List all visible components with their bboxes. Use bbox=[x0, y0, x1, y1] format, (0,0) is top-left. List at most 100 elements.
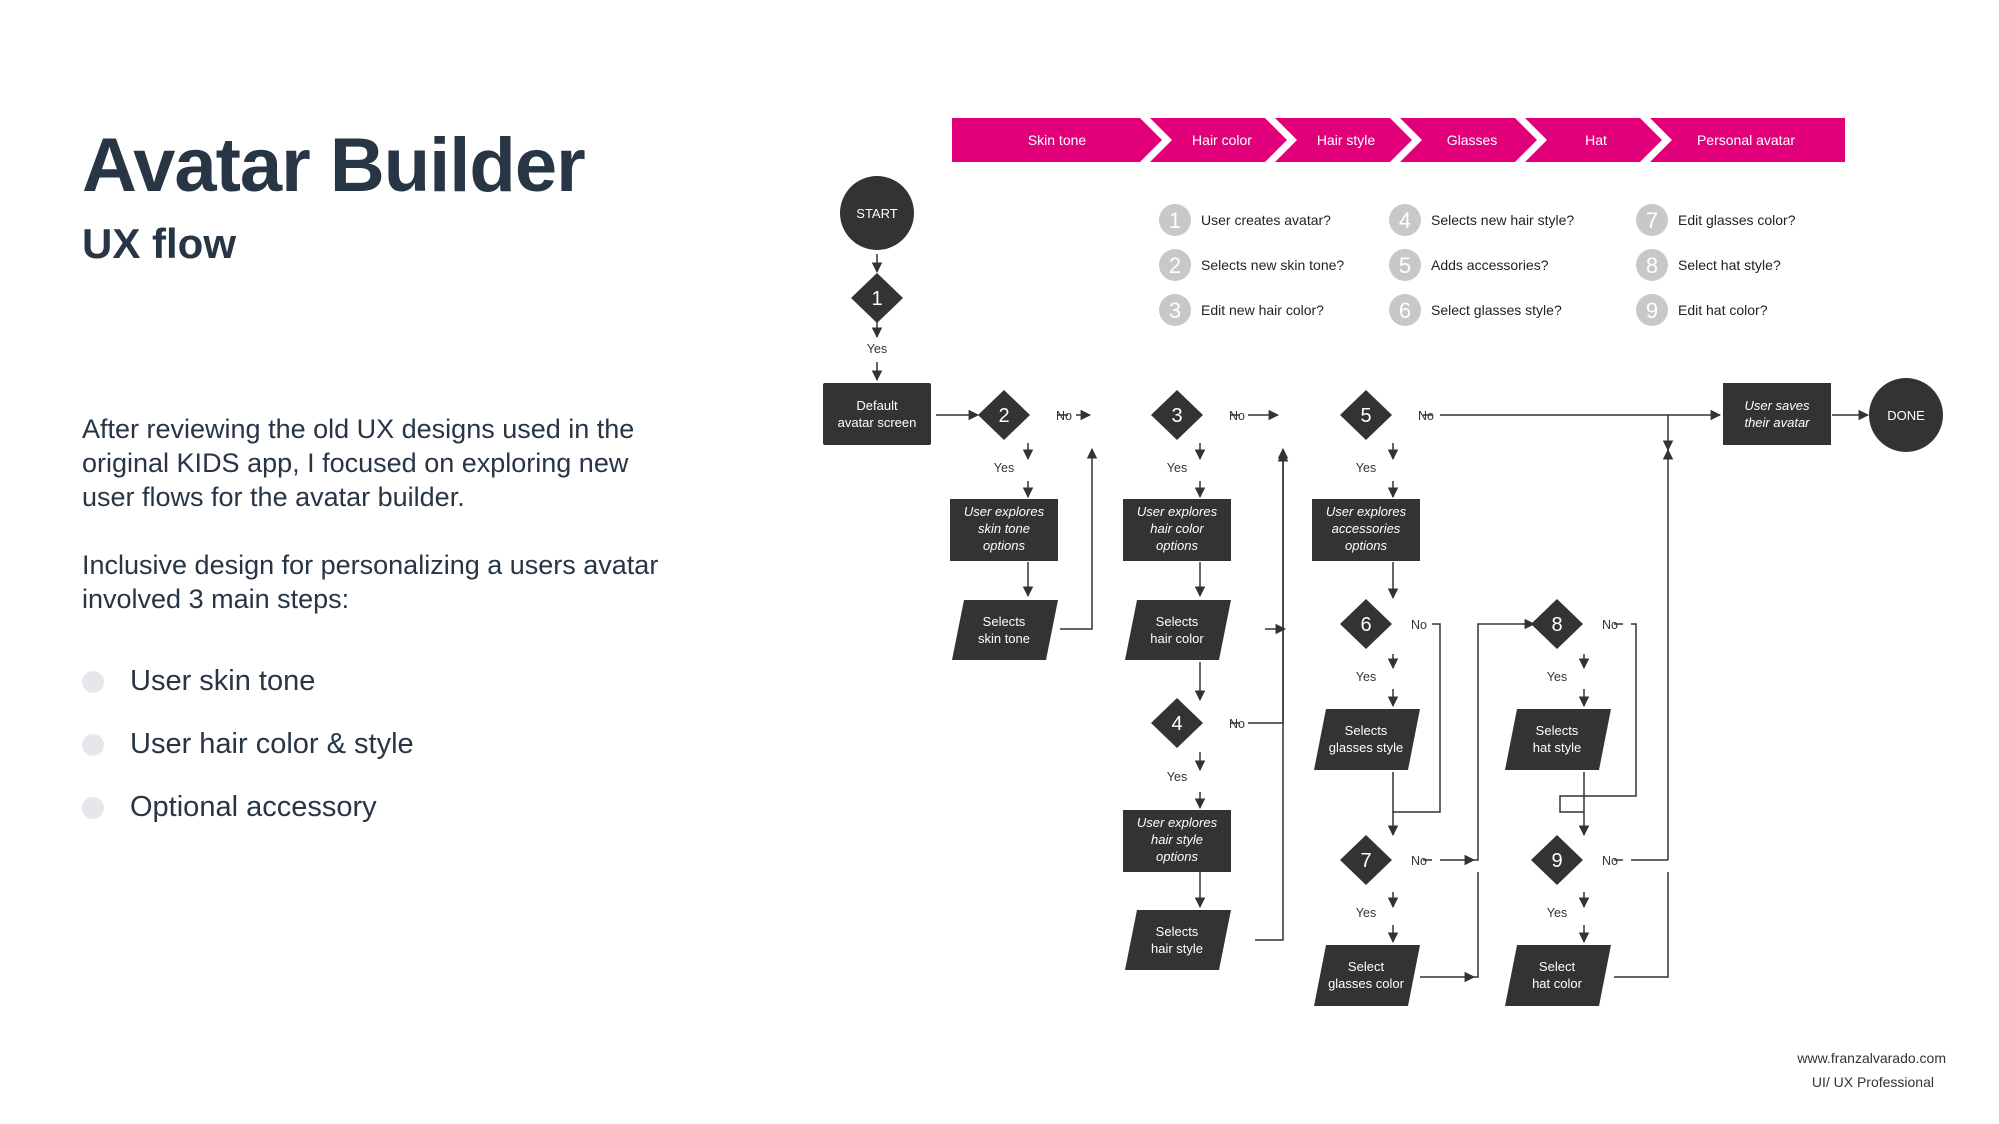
decision-diamond bbox=[1340, 599, 1392, 649]
yes-label: Yes bbox=[1356, 670, 1376, 684]
banner-label: Hair color bbox=[1192, 132, 1252, 148]
banner-chevron bbox=[1525, 118, 1662, 162]
done-node bbox=[1869, 378, 1943, 452]
question-number-bubble bbox=[1159, 204, 1191, 236]
explore-hair-style-node bbox=[1123, 810, 1231, 872]
select-hat-style-node bbox=[1505, 709, 1611, 770]
explore-hair-color-node bbox=[1123, 499, 1231, 561]
question-number: 4 bbox=[1399, 208, 1411, 233]
banner-label: Personal avatar bbox=[1697, 132, 1795, 148]
yes-label: Yes bbox=[1167, 770, 1187, 784]
node-label: glasses color bbox=[1328, 976, 1405, 991]
start-node bbox=[840, 176, 914, 250]
node-label: Selects bbox=[1156, 924, 1199, 939]
yes-label: Yes bbox=[1547, 906, 1567, 920]
decision-diamond bbox=[978, 390, 1030, 440]
banner-label: Hat bbox=[1585, 132, 1607, 148]
decision-number: 4 bbox=[1171, 713, 1182, 735]
question-text: Selects new hair style? bbox=[1431, 212, 1574, 228]
start-label: START bbox=[856, 206, 897, 221]
question-number: 5 bbox=[1399, 253, 1411, 278]
decision-diamond bbox=[1340, 835, 1392, 885]
question-number-bubble bbox=[1636, 294, 1668, 326]
save-avatar-node bbox=[1723, 383, 1831, 445]
question-number: 2 bbox=[1169, 253, 1181, 278]
no-label: No bbox=[1411, 854, 1427, 868]
question-legend: 1 User creates avatar? 2 Selects new ski… bbox=[1159, 204, 1796, 326]
node-label: User saves bbox=[1744, 398, 1810, 413]
node-label: glasses style bbox=[1329, 740, 1403, 755]
banner-label: Skin tone bbox=[1028, 132, 1087, 148]
decision-number: 1 bbox=[871, 288, 882, 310]
question-number: 3 bbox=[1169, 298, 1181, 323]
step-item: User hair color & style bbox=[82, 713, 414, 776]
select-hat-color-node bbox=[1505, 945, 1611, 1006]
yes-label: Yes bbox=[867, 342, 887, 356]
decision-diamond bbox=[1151, 390, 1203, 440]
no-label: No bbox=[1411, 618, 1427, 632]
yes-label: Yes bbox=[1356, 461, 1376, 475]
question-number: 8 bbox=[1646, 253, 1658, 278]
question-number-bubble bbox=[1159, 249, 1191, 281]
explore-accessories-node bbox=[1312, 499, 1420, 561]
question-number: 6 bbox=[1399, 298, 1411, 323]
question-text: Edit new hair color? bbox=[1201, 302, 1324, 318]
question-text: Selects new skin tone? bbox=[1201, 257, 1344, 273]
no-label: No bbox=[1056, 409, 1072, 423]
banner-chevron bbox=[1650, 118, 1845, 162]
question-text: Edit glasses color? bbox=[1678, 212, 1796, 228]
step-item: Optional accessory bbox=[82, 776, 414, 839]
question-number-bubble bbox=[1389, 294, 1421, 326]
question-text: Select hat style? bbox=[1678, 257, 1781, 273]
node-label: options bbox=[1156, 538, 1198, 553]
question-text: User creates avatar? bbox=[1201, 212, 1331, 228]
banner-chevron bbox=[1400, 118, 1537, 162]
credit-website: www.franzalvarado.com bbox=[1797, 1050, 1946, 1066]
step-label: User hair color & style bbox=[130, 728, 414, 760]
yes-label: Yes bbox=[1547, 670, 1567, 684]
yes-label: Yes bbox=[1356, 906, 1376, 920]
decision-diamond bbox=[851, 273, 903, 323]
decision-diamond bbox=[1340, 390, 1392, 440]
decision-number: 5 bbox=[1360, 405, 1371, 427]
flow-connectors bbox=[871, 254, 1870, 983]
node-label: hair color bbox=[1150, 631, 1204, 646]
edge-labels: Yes Yes Yes Yes Yes Yes Yes Yes Yes No N… bbox=[867, 342, 1618, 920]
select-hair-style-node bbox=[1125, 910, 1231, 970]
node-label: skin tone bbox=[978, 631, 1030, 646]
node-label: hair style bbox=[1151, 832, 1203, 847]
node-label: Default bbox=[856, 398, 898, 413]
question-number-bubble bbox=[1636, 249, 1668, 281]
question-number-bubble bbox=[1636, 204, 1668, 236]
step-item: User skin tone bbox=[82, 650, 414, 713]
node-label: options bbox=[983, 538, 1025, 553]
question-number-bubble bbox=[1159, 294, 1191, 326]
no-label: No bbox=[1229, 717, 1245, 731]
question-text: Select glasses style? bbox=[1431, 302, 1562, 318]
node-label: accessories bbox=[1332, 521, 1401, 536]
explore-skin-tone-node bbox=[950, 499, 1058, 561]
credit-role: UI/ UX Professional bbox=[1811, 1074, 1934, 1090]
node-label: User explores bbox=[1137, 504, 1218, 519]
no-label: No bbox=[1602, 618, 1618, 632]
node-label: hair color bbox=[1150, 521, 1204, 536]
node-label: hair style bbox=[1151, 941, 1203, 956]
node-label: Selects bbox=[983, 614, 1026, 629]
decision-diamond bbox=[1151, 698, 1203, 748]
node-label: skin tone bbox=[978, 521, 1030, 536]
bullet-icon bbox=[82, 733, 104, 756]
question-number: 9 bbox=[1646, 298, 1658, 323]
bullet-icon bbox=[82, 670, 104, 693]
banner-label: Glasses bbox=[1447, 132, 1498, 148]
node-label: Select bbox=[1539, 959, 1576, 974]
decision-number: 7 bbox=[1360, 850, 1371, 872]
node-label: User explores bbox=[1326, 504, 1407, 519]
node-label: User explores bbox=[1137, 815, 1218, 830]
node-label: options bbox=[1345, 538, 1387, 553]
yes-label: Yes bbox=[1167, 461, 1187, 475]
decision-number: 6 bbox=[1360, 614, 1371, 636]
decision-number: 9 bbox=[1551, 850, 1562, 872]
question-number: 7 bbox=[1646, 208, 1658, 233]
page-subtitle: UX flow bbox=[82, 220, 236, 267]
